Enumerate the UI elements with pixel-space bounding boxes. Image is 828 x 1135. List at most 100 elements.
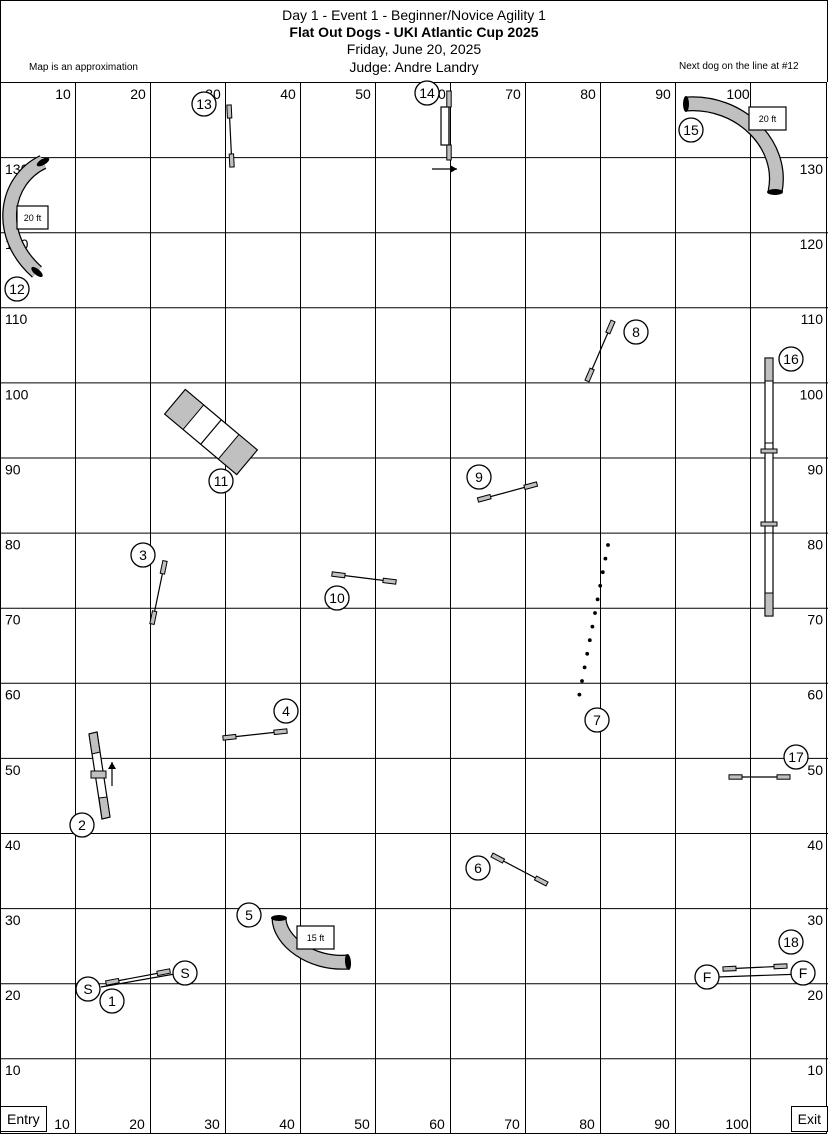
finish-line	[717, 973, 804, 978]
number-circle	[99, 988, 125, 1014]
table-contact	[164, 388, 205, 431]
number-circle	[191, 91, 217, 117]
teeter-pivot	[90, 770, 107, 779]
axis-label-right: 20	[807, 987, 823, 1003]
weave-poles-7	[577, 543, 610, 697]
jump-wing	[533, 875, 549, 887]
table-contact	[217, 433, 258, 476]
weave-pole	[582, 665, 587, 670]
axis-label-bottom: 70	[504, 1116, 520, 1132]
jump-6	[490, 852, 549, 887]
table-divider	[200, 419, 222, 445]
jump-wing	[446, 90, 452, 108]
number-circle	[236, 902, 262, 928]
axis-label-top: 10	[55, 86, 71, 102]
axis-label-right: 80	[807, 537, 823, 553]
axis-label-right: 50	[807, 762, 823, 778]
jump-4	[222, 728, 288, 741]
axis-label-top: 100	[726, 86, 750, 102]
axis-label-right: 130	[800, 161, 824, 177]
jump-17	[728, 774, 791, 780]
tunnel-15-length-text: 20 ft	[759, 114, 777, 124]
weave-pole	[587, 638, 592, 643]
number-circle	[790, 960, 816, 986]
axis-label-bottom: 90	[654, 1116, 670, 1132]
dogwalk-slat	[760, 521, 778, 527]
number-label: F	[799, 965, 808, 981]
arrow-head	[450, 165, 457, 173]
arrow-head	[108, 762, 116, 769]
number-label: 17	[788, 749, 804, 765]
weave-pole	[585, 651, 590, 656]
axis-label-right: 90	[807, 461, 823, 477]
number-label: S	[83, 981, 92, 997]
number-label: F	[703, 969, 712, 985]
axis-label-left: 50	[5, 762, 21, 778]
axis-label-right: 10	[807, 1062, 823, 1078]
teeter-contact	[98, 796, 111, 820]
jump-wing	[523, 481, 539, 491]
axis-label-bottom: 80	[579, 1116, 595, 1132]
axis-label-bottom: 100	[725, 1116, 749, 1132]
tunnel-12	[2, 155, 47, 278]
table-11	[163, 388, 259, 476]
number-circle	[414, 80, 440, 106]
axis-label-bottom: 50	[354, 1116, 370, 1132]
weave-pole	[580, 679, 584, 683]
dogwalk-contact	[764, 357, 774, 382]
weave-pole	[598, 583, 603, 588]
axis-label-right: 110	[801, 311, 824, 327]
entry-button[interactable]: Entry	[0, 1106, 47, 1132]
exit-button[interactable]: Exit	[790, 1106, 828, 1132]
tunnel-entrance	[344, 954, 352, 970]
axis-label-bottom: 10	[54, 1116, 70, 1132]
number-circle	[4, 276, 30, 302]
axis-label-right: 120	[800, 236, 824, 252]
jump-wing	[773, 963, 788, 970]
weave-pole	[593, 611, 597, 615]
jump-wing	[584, 367, 595, 383]
jump-9	[476, 481, 539, 503]
number-label: 2	[78, 817, 86, 833]
number-circle	[208, 468, 234, 494]
axis-label-bottom: 40	[279, 1116, 295, 1132]
jump-wing	[776, 774, 791, 780]
number-label: 1	[108, 993, 116, 1009]
weave-pole	[595, 597, 600, 602]
tunnel-body	[3, 156, 47, 277]
weave-pole	[606, 543, 610, 547]
axis-label-left: 40	[5, 837, 21, 853]
axis-label-left: 90	[5, 461, 21, 477]
dogwalk-plank	[764, 357, 774, 617]
number-circle	[466, 464, 492, 490]
dogwalk-slat	[760, 448, 778, 454]
jump-wing	[722, 965, 737, 972]
number-label: 12	[9, 281, 25, 297]
number-label: S	[180, 965, 189, 981]
axis-label-top: 90	[655, 86, 671, 102]
trial-date: Friday, June 20, 2025	[346, 41, 482, 57]
jump-wing	[222, 733, 237, 741]
number-circle	[69, 812, 95, 838]
number-label: 7	[593, 712, 601, 728]
axis-label-bottom: 30	[204, 1116, 220, 1132]
number-circle	[273, 698, 299, 724]
number-label: 16	[783, 351, 799, 367]
tunnel-5-length-text: 15 ft	[307, 933, 325, 943]
axis-label-left: 20	[5, 987, 21, 1003]
jump-wing	[382, 577, 397, 585]
number-circle	[783, 744, 809, 770]
tunnel-entrance	[683, 96, 689, 112]
teeter-contact	[88, 731, 101, 755]
number-circle	[778, 346, 804, 372]
axis-label-bottom: 60	[429, 1116, 445, 1132]
axis-label-top: 70	[505, 86, 521, 102]
number-circle	[324, 585, 350, 611]
number-label: 5	[245, 907, 253, 923]
number-label: 8	[632, 324, 640, 340]
axis-label-left: 80	[5, 537, 21, 553]
number-circle	[75, 976, 101, 1002]
